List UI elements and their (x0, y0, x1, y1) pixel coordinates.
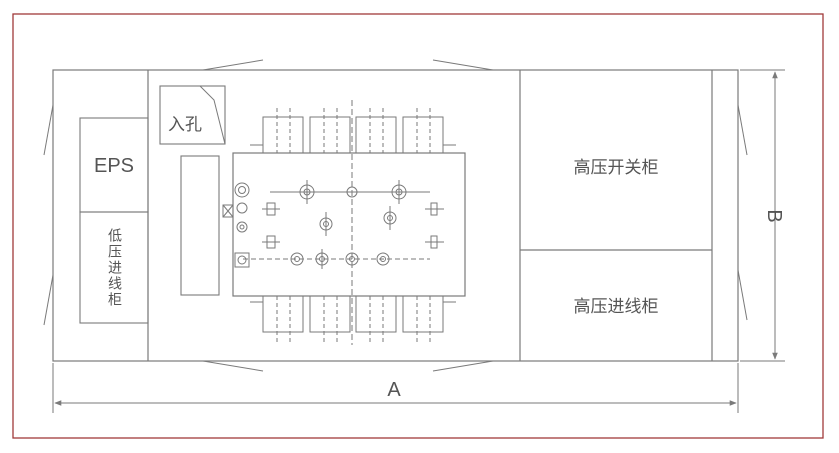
dimension-a (52, 363, 739, 413)
dimension-b (740, 69, 785, 362)
transformer-body (232, 152, 466, 297)
low-voltage-cabinet (79, 211, 149, 324)
top-radiator-fins (250, 108, 456, 154)
low-voltage-cabinet-label: 低压进线柜 (106, 228, 122, 308)
enclosure-outline (52, 69, 739, 362)
eps-label: EPS (94, 155, 134, 177)
hv-switch-cabinet-label: 高压开关柜 (574, 158, 659, 178)
manhole-slash (199, 85, 226, 145)
mid-bushings (319, 206, 397, 236)
manhole-label: 入孔 (168, 115, 202, 135)
terminal-marks (262, 202, 444, 249)
dimension-a-label: A (387, 379, 401, 401)
lv-bushing-row (243, 249, 430, 269)
valve-and-gauge-icons (222, 182, 250, 268)
hv-bushing-row (270, 180, 430, 204)
dimension-b-label: B (763, 209, 785, 222)
hv-incoming-cabinet-label: 高压进线柜 (574, 297, 659, 317)
door-swing-marks (43, 59, 748, 372)
manhole-box (159, 85, 226, 145)
control-panel (180, 155, 220, 296)
bottom-radiator-fins (250, 295, 456, 342)
outer-frame (12, 13, 824, 439)
